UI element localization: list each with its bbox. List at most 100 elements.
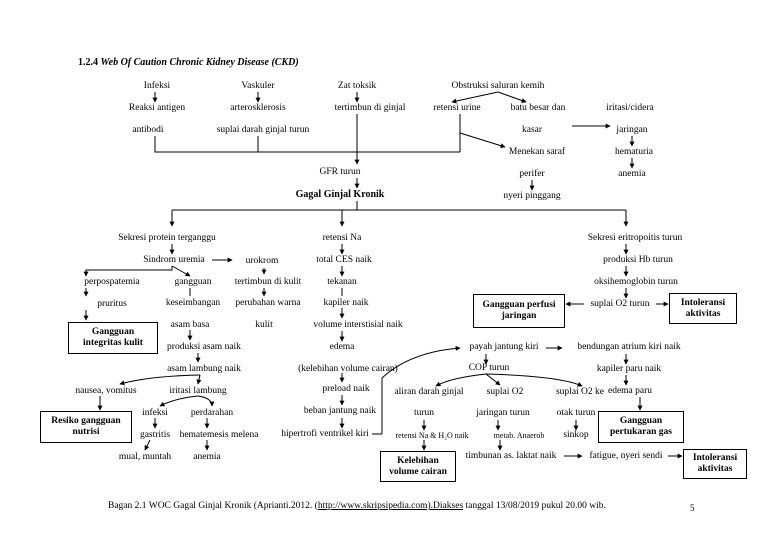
node-obstruksi: Obstruksi saluran kemih <box>451 81 545 91</box>
arrow-iritasi-infeksi <box>159 395 199 407</box>
arrow-cop-suplai <box>485 373 501 386</box>
node-perdarahan: perdarahan <box>190 408 234 418</box>
arrow-hipertrofi-payah <box>381 345 461 434</box>
node-jaringan-turun: jaringan turun <box>476 408 530 418</box>
node-suplai-o2-ke: suplai O2 ke <box>555 387 605 397</box>
node-payah-jantung: payah jantung kiri <box>469 342 539 352</box>
diagnosis-line: Gangguan <box>91 327 135 337</box>
node-suplai-o2: suplai O2 <box>486 387 524 397</box>
node-kapiler-naik: kapiler naik <box>323 298 369 308</box>
arrow-obstruksi-retensi <box>451 91 499 104</box>
node-mual-muntah: mual, muntah <box>118 452 172 462</box>
node-preload: preload naik <box>322 384 370 394</box>
node-fatigue: fatigue, nyeri sendi <box>589 451 663 461</box>
diagnosis-line: Intoleransi <box>680 297 726 308</box>
arrow-cop-suplaike <box>485 373 583 387</box>
arrow-iritasi-perdarahan <box>197 395 215 407</box>
diagnosis-line: integritas kulit <box>83 338 143 348</box>
arrow-obstruksi-batu <box>497 91 527 103</box>
node-suplai-ginjal: suplai darah ginjal turun <box>216 125 310 135</box>
node-tertimbun-ginjal: tertimbun di ginjal <box>334 103 406 113</box>
diagnosis-line: Resiko gangguan <box>51 416 121 426</box>
node-pruritus: pruritus <box>97 299 127 309</box>
node-infeksi-lambung: infeksi <box>142 408 168 418</box>
diagnosis-line: Intoleransi <box>692 453 738 463</box>
figure-caption: Bagan 2.1 WOC Gagal Ginjal Kronik (Apria… <box>108 501 606 511</box>
section-heading: 1.2.4 Web Of Caution Chronic Kidney Dise… <box>78 57 299 68</box>
arrow-cop-aliran <box>435 373 487 387</box>
node-retensi-urine: retensi urine <box>433 103 481 113</box>
node-batu-besar: batu besar dan <box>510 103 566 113</box>
caption-link[interactable]: http://www.skripsipedia.com).Diakses <box>317 501 464 511</box>
node-vaskuler: Vaskuler <box>241 81 275 91</box>
node-asam-basa: asam basa <box>170 320 210 330</box>
node-nyeri-pinggang: nyeri pinggang <box>503 191 561 201</box>
node-infeksi: Infeksi <box>143 81 171 91</box>
node-tekanan: tekanan <box>327 277 357 287</box>
node-turun: turun <box>413 408 435 418</box>
node-hipertrofi: hipertrofi ventrikel kiri <box>281 429 369 439</box>
node-asam-lambung: asam lambung naik <box>167 364 241 374</box>
node-antibodi: antibodi <box>132 125 164 135</box>
node-volume-interstisial: volume interstisial naik <box>313 320 403 330</box>
node-produksi-asam: produksi asam naik <box>167 342 241 352</box>
arrow-gastritis-mual <box>144 439 151 451</box>
diagnosis-line: Kelebihan <box>397 455 439 466</box>
node-arterosklerosis: arterosklerosis <box>230 103 286 113</box>
diagnosis-line: jaringan <box>501 311 537 321</box>
caption-suffix: tanggal 13/08/2019 pukul 20.00 wib. <box>463 501 606 511</box>
node-hematemesis: hematemesis melena <box>179 430 259 440</box>
node-total-ces: total CES naik <box>316 255 372 265</box>
node-kulit: kulit <box>255 320 273 330</box>
node-reaksi-antigen: Reaksi antigen <box>128 103 186 113</box>
bracket-causes <box>154 136 460 153</box>
diagnosis-line: aktivitas <box>685 308 721 319</box>
node-hematuria: hematuria <box>615 147 653 157</box>
node-retensi-na: retensi Na <box>322 233 362 243</box>
arrow-lambung-iritasi <box>196 374 202 385</box>
node-gfr-turun: GFR turun <box>319 167 361 177</box>
section-title: Web Of Caution Chronic Kidney Disease (C… <box>100 57 299 68</box>
node-kelebihan-paren: (kelebihan volume cairan) <box>298 364 398 374</box>
node-aliran-darah: aliran darah ginjal <box>394 387 464 397</box>
section-number: 1.2.4 <box>78 57 98 68</box>
diagnosis-line: aktivitas <box>697 464 733 474</box>
node-kapiler-paru: kapiler paru naik <box>596 364 662 374</box>
node-jaringan: jaringan <box>616 125 648 135</box>
node-oksihemoglobin: oksihemoglobin turun <box>594 277 678 287</box>
arrow-sindrom-gangguan <box>171 265 191 277</box>
node-menekan-saraf: Menekan saraf <box>508 147 566 157</box>
node-sinkop: sinkop <box>563 430 589 440</box>
node-suplai-o2-turun: suplai O2 turun <box>590 299 650 309</box>
node-gangguan: gangguan <box>174 277 212 287</box>
diagnosis-line: nutrisi <box>72 427 100 437</box>
node-nausea: nausea, vomitus <box>75 386 137 396</box>
node-zat-toksik: Zat toksik <box>337 81 377 91</box>
node-gagal-ginjal-kronik: Gagal Ginjal Kronik <box>295 189 385 200</box>
diagnosis-line: Gangguan perfusi <box>482 300 556 310</box>
arrow-sindrom-perpospatemia <box>83 266 173 277</box>
node-gastritis: gastritis <box>139 430 171 440</box>
diagnosis-line: volume cairan <box>389 466 447 477</box>
node-keseimbangan: keseimbangan <box>165 298 221 308</box>
node-sekresi-protein: Sekresi protein terganggu <box>118 233 216 243</box>
node-sindrom-uremia: Sindrom uremia <box>143 255 205 265</box>
node-otak-turun: otak turun <box>556 408 596 418</box>
node-perubahan-warna: perubahan warna <box>235 298 301 308</box>
node-beban-jantung: beban jantung naik <box>303 406 377 416</box>
caption-prefix: Bagan 2.1 WOC Gagal Ginjal Kronik (Apria… <box>108 501 318 511</box>
node-produksi-hb: produksi Hb turun <box>603 255 673 265</box>
node-kasar: kasar <box>521 125 543 135</box>
diagnosis-line: pertukaran gas <box>609 427 673 437</box>
node-perifer: perifer <box>519 169 545 179</box>
node-urokrom: urokrom <box>245 256 279 266</box>
